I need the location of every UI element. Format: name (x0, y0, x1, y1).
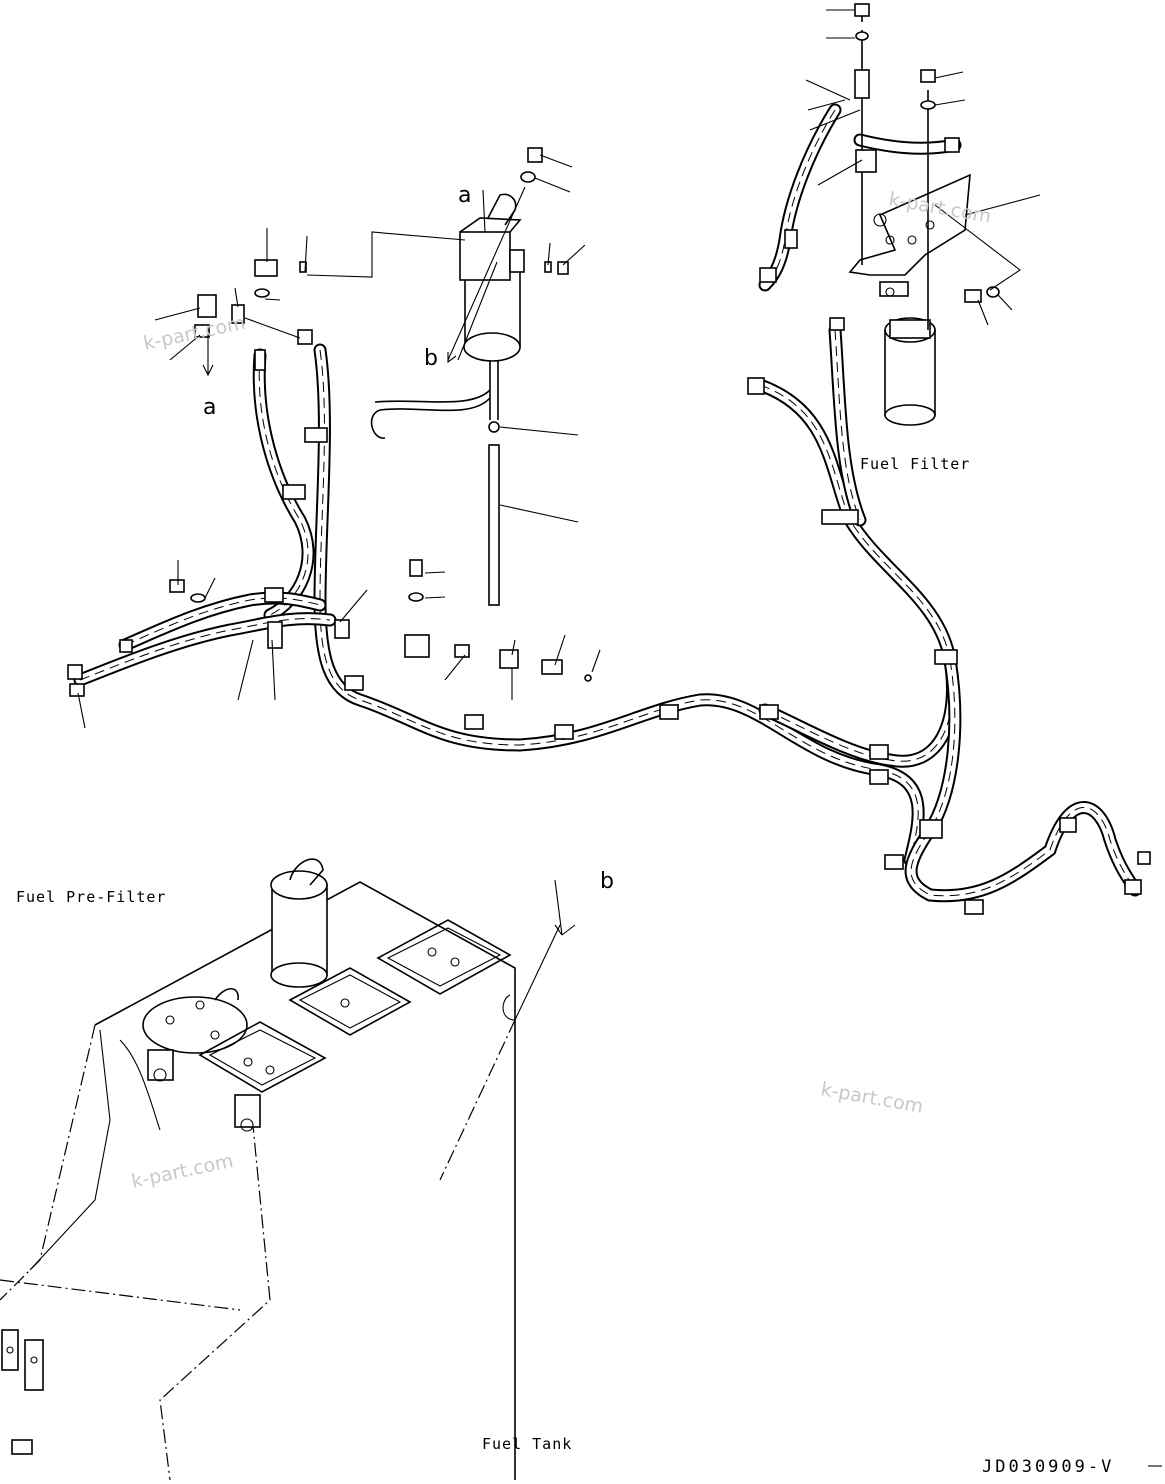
ref-a-left: a (203, 395, 216, 420)
watermark: k-part.com (887, 188, 993, 228)
drawing-code: JD030909-V (982, 1457, 1114, 1477)
label-fuel-pre-filter: Fuel Pre-Filter (16, 888, 166, 906)
label-fuel-tank: Fuel Tank (482, 1435, 572, 1453)
ref-a-top: a (458, 183, 471, 208)
fuel-tank (0, 858, 576, 1481)
ref-b-tank: b (600, 869, 614, 894)
reference-letters: a a b b (203, 183, 614, 894)
hose-clamps (264, 427, 1151, 915)
watermark: k-part.com (129, 1150, 235, 1193)
component-labels: Fuel Filter Fuel Pre-Filter Fuel Tank (16, 455, 970, 1453)
tank-sender-plate (142, 987, 248, 1054)
ref-b-center: b (424, 346, 438, 371)
fuel-hose-routes (73, 103, 1151, 915)
watermarks: k-part.com k-part.com k-part.com k-part.… (129, 188, 992, 1193)
tank-clip-bottom-left (1, 1329, 44, 1455)
watermark: k-part.com (141, 312, 247, 355)
tank-cover-plate-2 (288, 967, 412, 1036)
fuel-filter-assembly (848, 30, 971, 426)
fuel-pre-filter-assembly (370, 193, 525, 606)
label-fuel-filter: Fuel Filter (860, 455, 970, 473)
tank-cover-plate-1 (376, 919, 512, 995)
fasteners (67, 3, 1000, 697)
tank-filler-neck (270, 858, 328, 988)
tank-bracket-left (147, 1049, 261, 1132)
tank-cover-plate-3 (198, 1021, 327, 1093)
leader-lines (77, 9, 1041, 729)
watermark: k-part.com (819, 1078, 925, 1118)
